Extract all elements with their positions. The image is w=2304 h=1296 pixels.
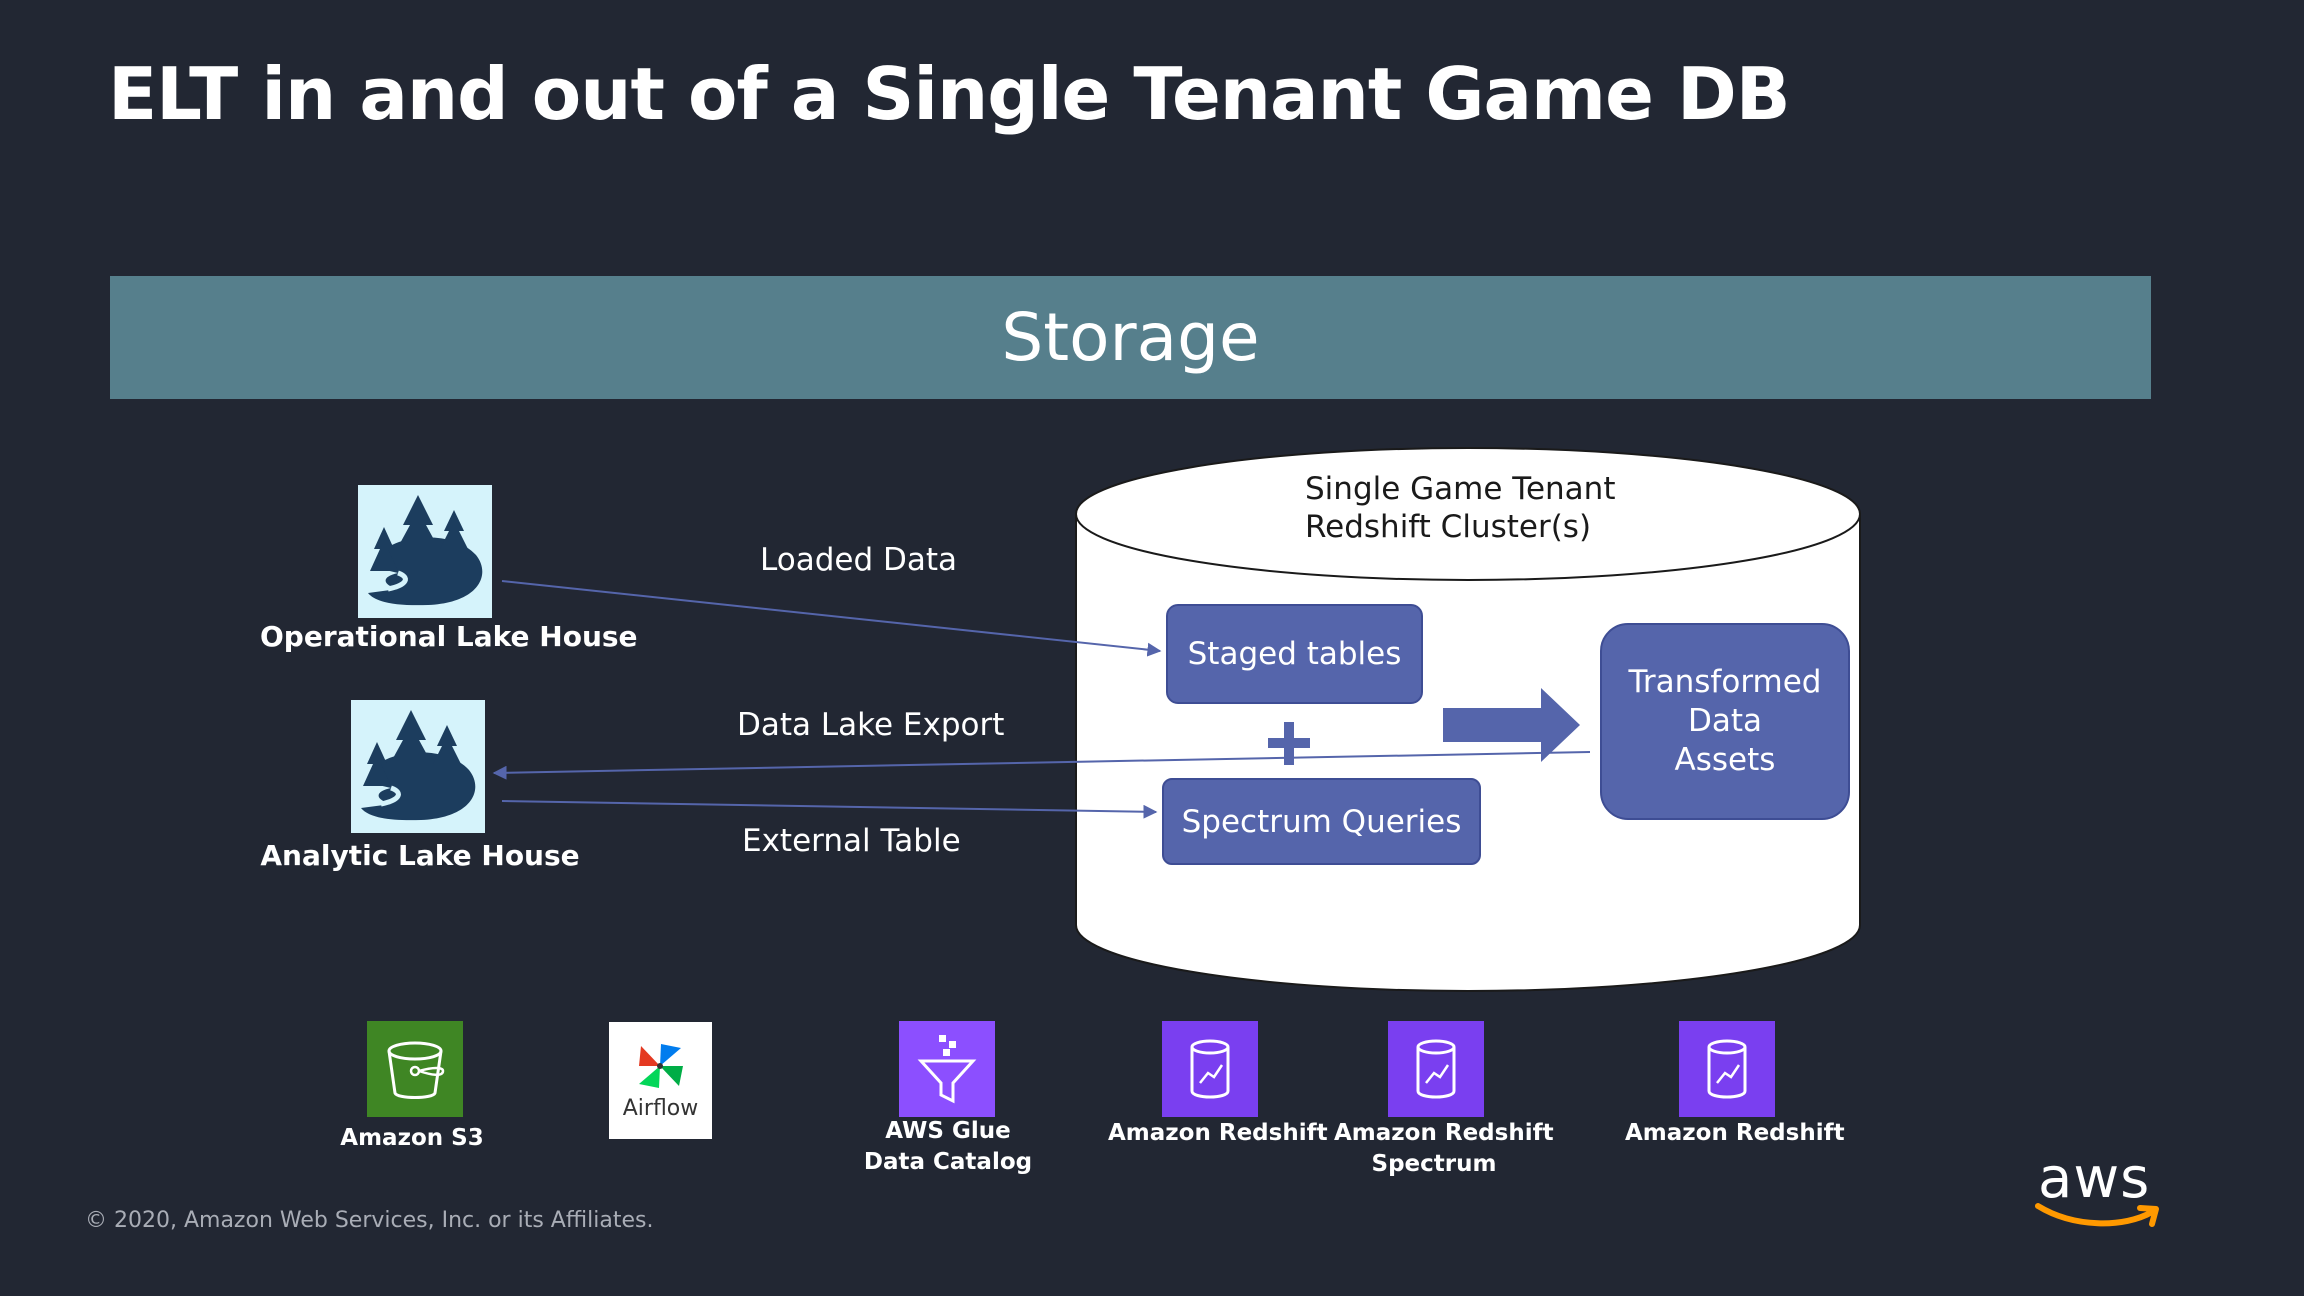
- amazon-redshift-icon-2: [1679, 1021, 1775, 1117]
- cluster-label-line1: Single Game Tenant: [1305, 471, 1616, 507]
- airflow-label: Airflow: [622, 1096, 699, 1121]
- spectrum-label-line1: Amazon Redshift: [1334, 1120, 1554, 1146]
- aws-glue-label-line2: Data Catalog: [863, 1149, 1033, 1175]
- airflow-logo: Airflow: [609, 1022, 712, 1139]
- amazon-s3-label: Amazon S3: [340, 1125, 484, 1151]
- transformed-line2: Data: [1687, 703, 1762, 739]
- transform-arrow: [1443, 688, 1580, 762]
- cluster-label-line2: Redshift Cluster(s): [1305, 509, 1592, 545]
- amazon-redshift-label-2: Amazon Redshift: [1625, 1120, 1845, 1146]
- amazon-s3-icon: [367, 1021, 463, 1117]
- copyright-footer: © 2020, Amazon Web Services, Inc. or its…: [85, 1208, 654, 1233]
- data-lake-export-label: Data Lake Export: [737, 707, 1005, 743]
- transformed-data-assets-box: Transformed Data Assets: [1600, 623, 1850, 820]
- spectrum-queries-box: Spectrum Queries: [1162, 778, 1481, 865]
- amazon-redshift-icon: [1162, 1021, 1258, 1117]
- storage-label: Storage: [1001, 299, 1260, 376]
- amazon-redshift-spectrum-icon: [1388, 1021, 1484, 1117]
- external-table-label: External Table: [742, 823, 961, 859]
- analytic-lake-house-label: Analytic Lake House: [260, 839, 580, 872]
- page-title: ELT in and out of a Single Tenant Game D…: [108, 52, 1791, 136]
- transformed-line3: Assets: [1674, 742, 1776, 778]
- transformed-line1: Transformed: [1628, 664, 1822, 700]
- loaded-data-arrow: [501, 580, 1162, 657]
- amazon-redshift-label: Amazon Redshift: [1108, 1120, 1328, 1146]
- loaded-data-label: Loaded Data: [760, 542, 957, 578]
- aws-logo-text: aws: [2038, 1146, 2151, 1211]
- operational-lake-house-label: Operational Lake House: [260, 620, 638, 653]
- staged-tables-box: Staged tables: [1166, 604, 1423, 704]
- airflow-pinwheel-icon: [639, 1044, 683, 1088]
- cylinder-top: [1075, 447, 1861, 581]
- data-lake-export-arrow: [492, 751, 1591, 780]
- aws-glue-label: AWS Glue Data Catalog: [848, 1116, 1048, 1178]
- amazon-redshift-spectrum-label: Amazon Redshift Spectrum: [1334, 1118, 1554, 1180]
- aws-smile-icon: [2035, 1203, 2159, 1227]
- analytic-lake-house-icon: [351, 700, 485, 833]
- external-table-arrow: [501, 800, 1158, 819]
- spectrum-label-line2: Spectrum: [1371, 1151, 1497, 1177]
- aws-glue-label-line1: AWS Glue: [885, 1118, 1011, 1144]
- plus-icon: [1268, 722, 1310, 765]
- aws-glue-icon: [899, 1021, 995, 1117]
- cluster-label: Single Game Tenant Redshift Cluster(s): [1305, 470, 1615, 546]
- operational-lake-house-icon: [358, 485, 492, 618]
- storage-banner: Storage: [110, 276, 2151, 399]
